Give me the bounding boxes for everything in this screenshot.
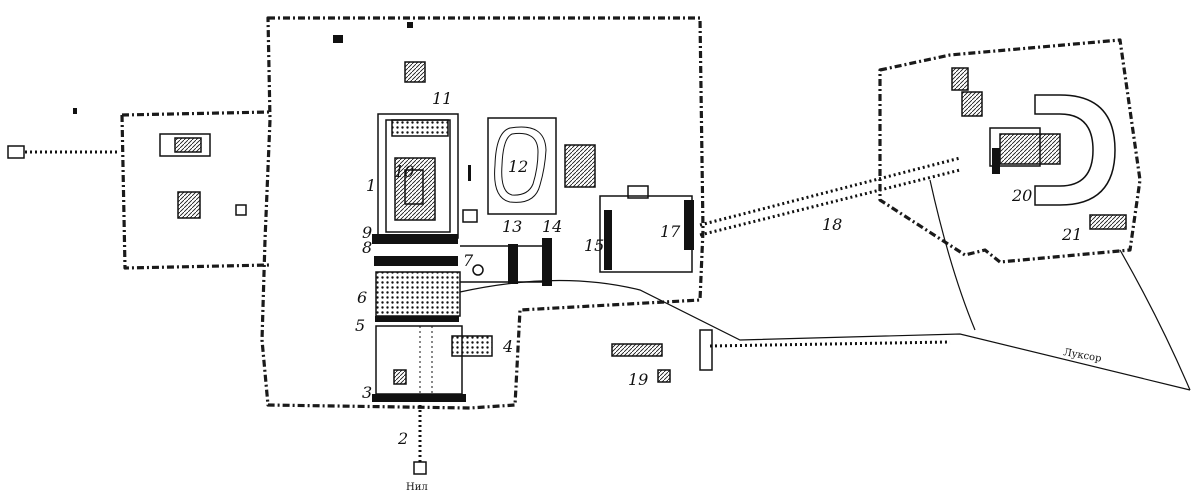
nile-quay (413, 461, 427, 475)
pylon-9 (372, 234, 458, 244)
west-shrine-2 (235, 204, 247, 216)
label-20: 20 (1011, 186, 1032, 205)
pylon-17 (684, 200, 694, 250)
label-3: 3 (362, 383, 372, 402)
mut-enclosure-wall (878, 38, 1142, 264)
luxor-road-rail (709, 340, 951, 348)
small-structure-lake (462, 209, 478, 223)
label-1: 1 (366, 176, 376, 195)
label-11: 11 (432, 89, 452, 108)
ramses-temple-4 (451, 335, 493, 357)
label-17: 17 (660, 222, 681, 241)
well-7 (472, 264, 484, 276)
mut-gate-shrine (627, 185, 649, 199)
north-wall-gap (407, 22, 413, 28)
mut-gate-building (951, 67, 969, 91)
label-10: 10 (394, 162, 414, 181)
west-gate (7, 145, 25, 159)
temple-19-shrine (657, 369, 671, 383)
label-4: 4 (502, 337, 513, 356)
pylon-15 (604, 210, 612, 270)
isheru-lake (1034, 94, 1116, 206)
west-enclosure-wall (120, 110, 271, 270)
label-12: 12 (508, 157, 528, 176)
akh-menu-hall (391, 119, 449, 137)
temple-19-gate (699, 329, 713, 371)
label-5: 5 (355, 316, 365, 335)
label-15: 15 (584, 236, 604, 255)
north-gate-building (404, 61, 426, 83)
west-small-building (73, 108, 77, 114)
pylon-13 (508, 244, 518, 284)
label-14: 14 (542, 217, 562, 236)
forecourt-shrine (393, 369, 407, 385)
mut-temple-inner (999, 133, 1061, 165)
label-21: 21 (1061, 225, 1082, 244)
pylon-6 (375, 316, 459, 322)
pylon-8 (374, 256, 458, 266)
luxor-road-east (929, 179, 1191, 391)
sanctuary (394, 157, 436, 221)
sacred-lake (494, 126, 547, 203)
pylon-3 (372, 394, 466, 402)
mut-gate-pylon (992, 148, 1000, 174)
road-label-luxor: Луксор (1062, 347, 1102, 365)
bottom-label-nile: Нил (406, 482, 428, 492)
label-2: 2 (397, 429, 408, 448)
label-18: 18 (822, 215, 842, 234)
west-temple (159, 133, 211, 157)
forecourt (375, 325, 463, 395)
west-shrine-1 (177, 191, 201, 219)
label-9: 9 (362, 223, 372, 242)
hypostyle-hall (375, 271, 461, 317)
label-7: 7 (463, 251, 474, 270)
temple-21 (1089, 214, 1127, 230)
main-enclosure-wall (260, 16, 705, 410)
mut-north-building (961, 91, 983, 117)
sacred-lake-frame (487, 117, 557, 215)
sanctuary-core (404, 169, 424, 205)
pylon-14 (542, 238, 552, 286)
north-small-shrine (333, 35, 343, 43)
label-13: 13 (502, 217, 522, 236)
sacred-lake-inner (501, 132, 539, 196)
lake-side-building (564, 144, 596, 188)
small-mark (468, 165, 471, 181)
label-8: 8 (362, 238, 372, 257)
label-19: 19 (628, 370, 648, 389)
temple-19 (611, 343, 663, 357)
west-temple-inner (174, 137, 202, 153)
luxor-road (459, 279, 1191, 391)
label-6: 6 (357, 288, 367, 307)
